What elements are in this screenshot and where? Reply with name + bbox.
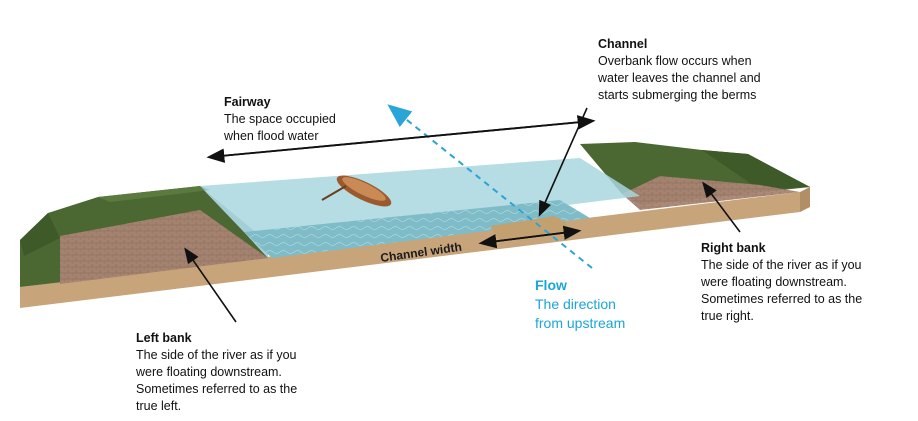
- channel-desc-line-3: starts submerging the berms: [598, 88, 757, 102]
- water-surface: [200, 158, 640, 258]
- left-bank-leader: [184, 247, 237, 323]
- right-bank-desc-line-4: true right.: [701, 309, 754, 323]
- fairway-title: Fairway: [224, 95, 271, 109]
- flow-arrow: [387, 104, 593, 269]
- channel-desc-line-1: Overbank flow occurs when: [598, 54, 752, 68]
- right-bank-title: Right bank: [701, 241, 766, 255]
- left-bank-desc-line-2: were floating downstream.: [136, 365, 282, 379]
- left-bank-desc-line-1: The side of the river as if you: [136, 348, 297, 362]
- right-bank-leader: [702, 181, 741, 233]
- left-bank-desc-line-4: true left.: [136, 399, 182, 413]
- rowboat-icon: [321, 175, 392, 207]
- flow-desc-line-2: from upstream: [535, 315, 626, 331]
- left-bank-slope: [60, 210, 268, 284]
- channel-leader: [538, 107, 588, 217]
- right-bank-desc-line-1: The side of the river as if you: [701, 258, 862, 272]
- flow-title: Flow: [535, 277, 567, 293]
- fairway-arrow: [206, 115, 596, 163]
- left-bank-label: Left bank The side of the river as if yo…: [136, 330, 297, 415]
- channel-label: Channel Overbank flow occurs when water …: [598, 36, 761, 104]
- fairway-label: Fairway The space occupied when flood wa…: [224, 94, 336, 145]
- channel-title: Channel: [598, 37, 648, 51]
- fairway-desc-line-2: when flood water: [224, 129, 319, 143]
- right-bank-desc-line-2: were floating downstream.: [701, 275, 847, 289]
- right-bank-label: Right bank The side of the river as if y…: [701, 240, 862, 325]
- channel-desc-line-2: water leaves the channel and: [598, 71, 761, 85]
- left-bank-title: Left bank: [136, 331, 192, 345]
- flow-label: Flow The direction from upstream: [535, 276, 625, 333]
- left-bank-desc-line-3: Sometimes referred to as the: [136, 382, 298, 396]
- right-bank-desc-line-3: Sometimes referred to as the: [701, 292, 863, 306]
- fairway-desc-line-1: The space occupied: [224, 112, 336, 126]
- channel-width-arrow: [478, 225, 582, 249]
- earth-base: [20, 187, 810, 308]
- flow-desc-line-1: The direction: [535, 296, 616, 312]
